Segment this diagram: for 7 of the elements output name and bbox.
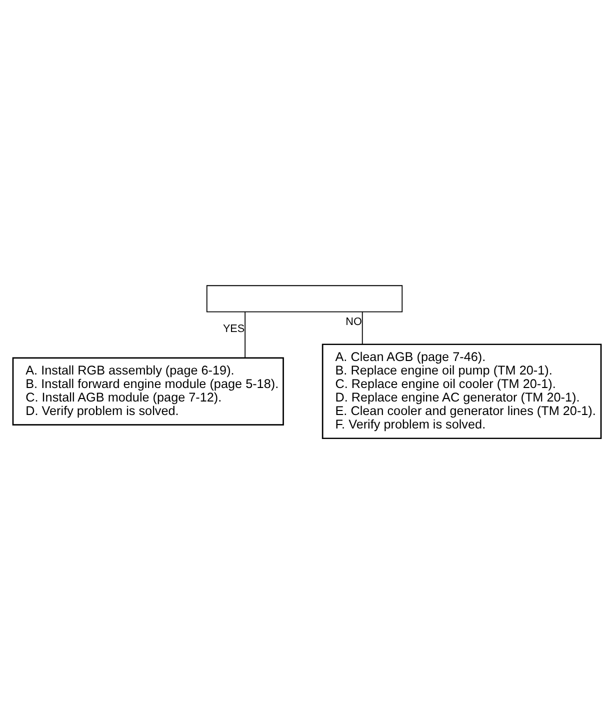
edge-label: NO [346,316,362,328]
node-box [206,285,403,312]
edge-label: YES [222,322,245,335]
node-box: A. Install RGB assembly (page 6-19). B. Install forward engine module (page 5-18). C. Install AGB module (page 7-12). D. Verify problem is solved. [12,357,284,426]
node-box: A. Clean AGB (page 7-46). B. Replace engine oil pump (TM 20-1). C. Replace engine oil cooler (TM 20-1). D. Replace engine AC generator (TM 20-1). E. Clean cooler and generator lines (TM 20-1). F. Verify problem is solved. [322,344,602,440]
connector [244,312,246,358]
connector [362,312,363,345]
